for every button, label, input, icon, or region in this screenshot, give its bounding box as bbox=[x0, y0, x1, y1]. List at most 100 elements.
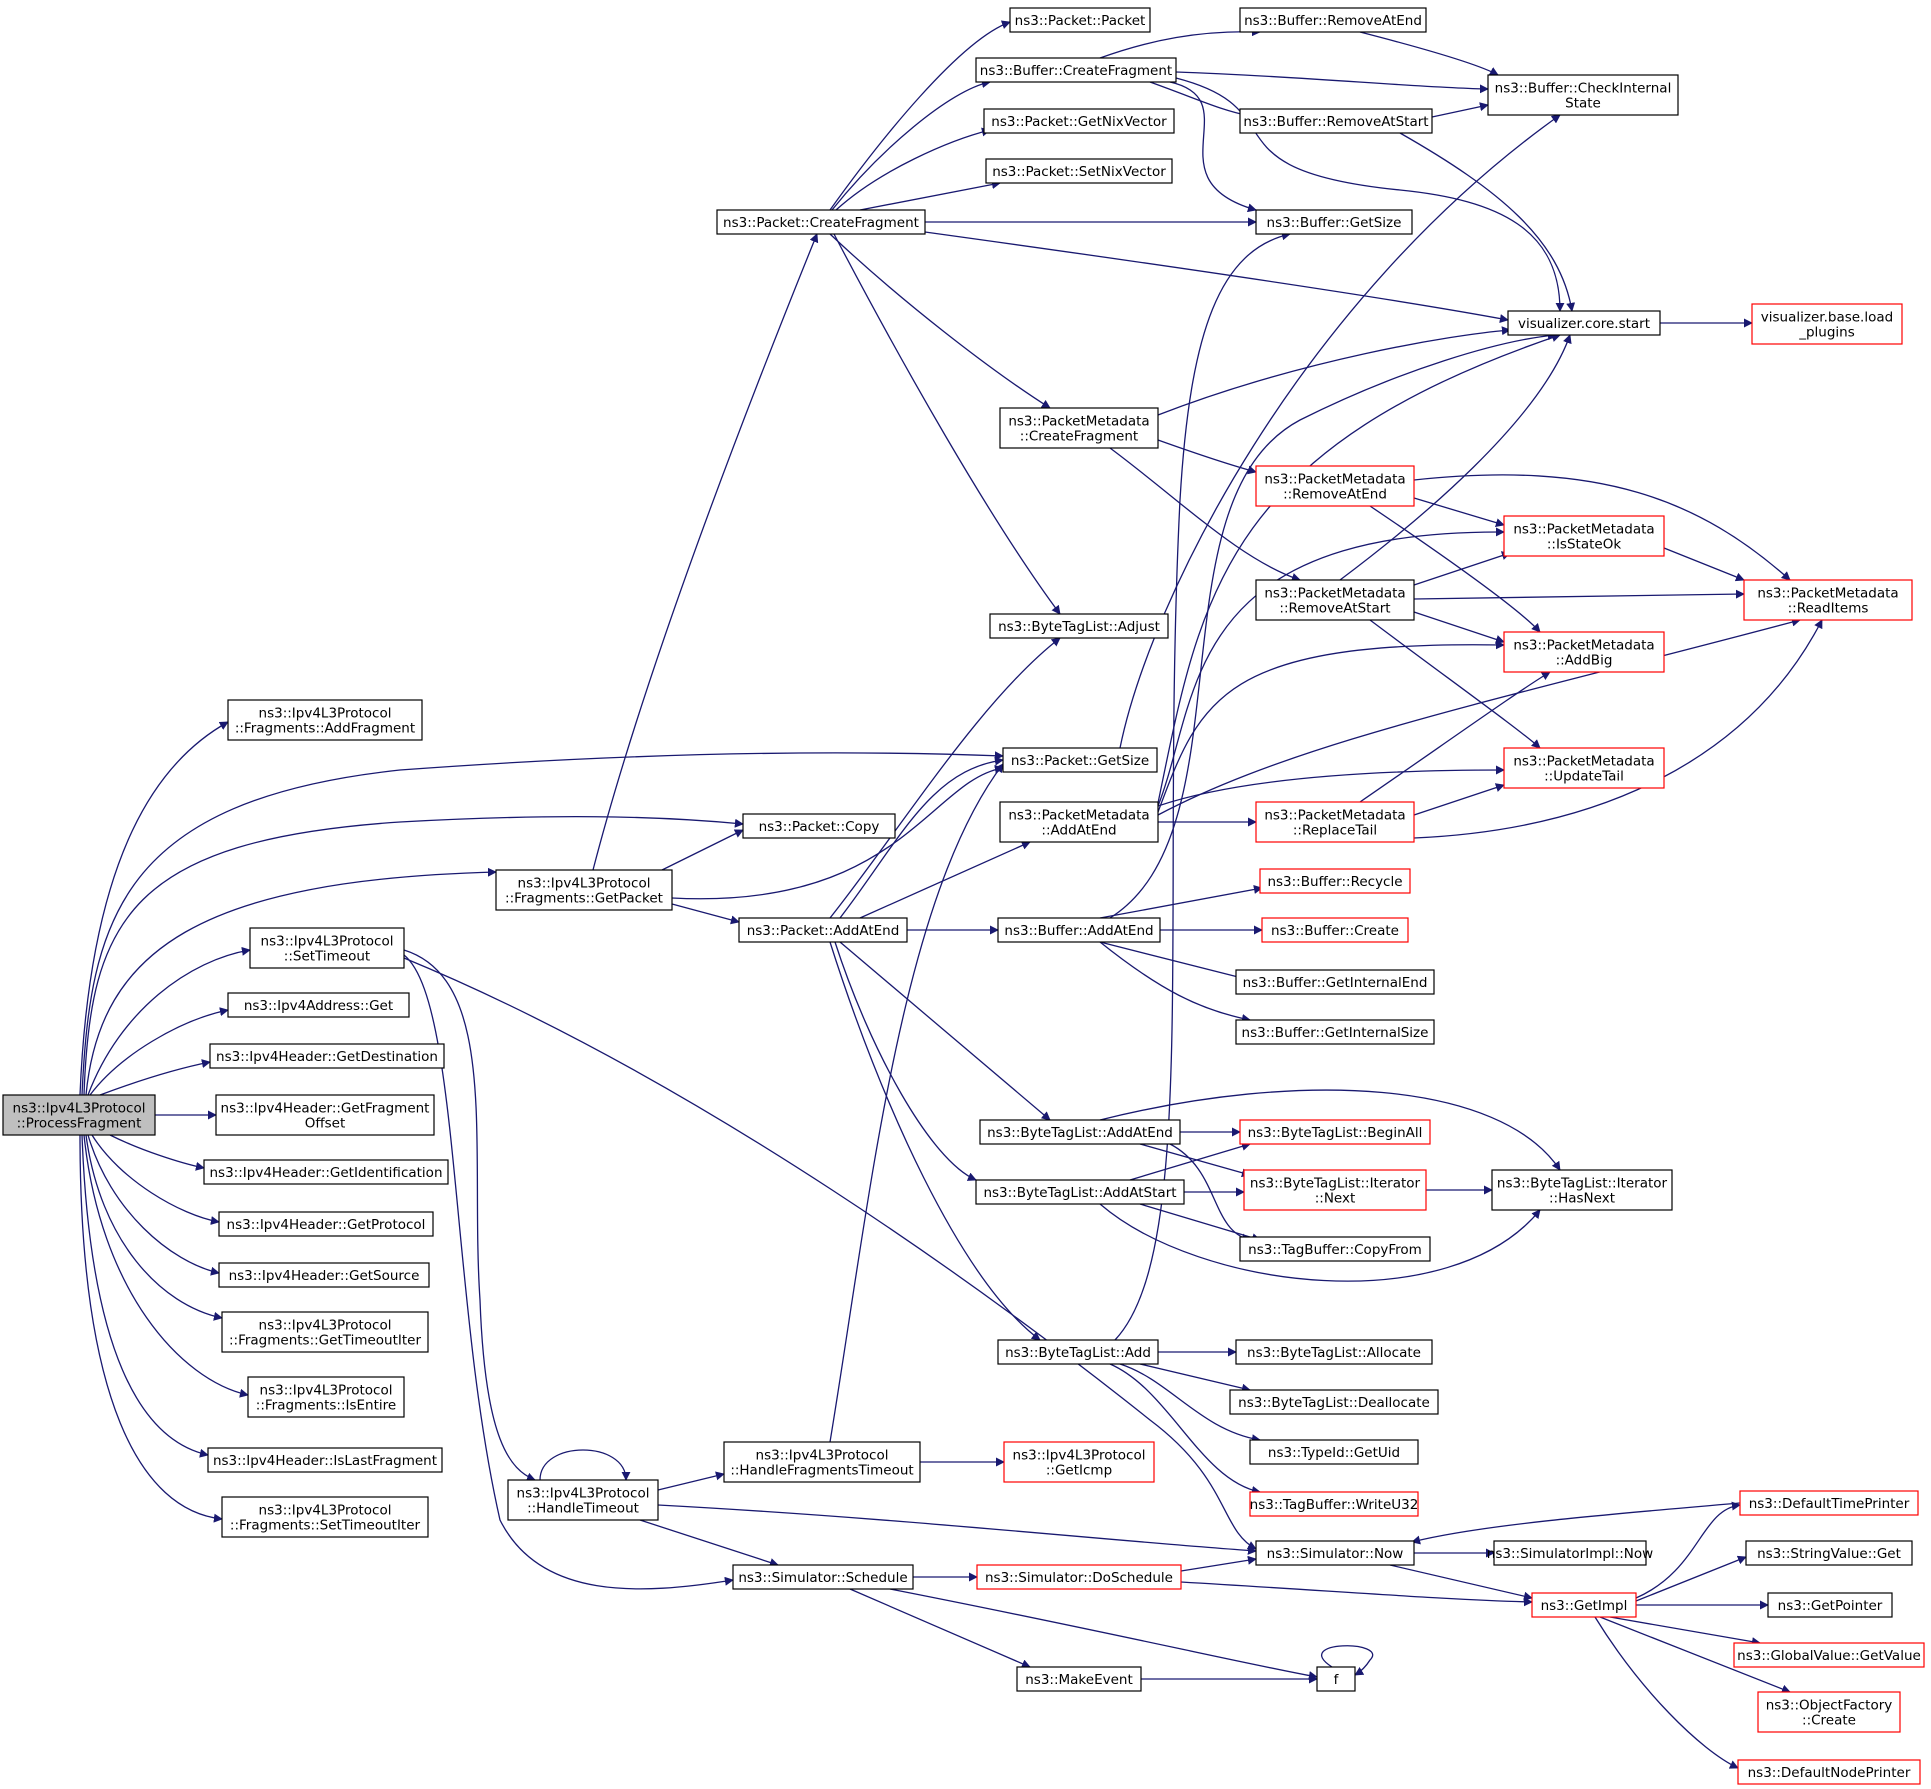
node-defnodeprinter[interactable]: ns3::DefaultNodePrinter bbox=[1737, 1759, 1921, 1785]
node-getsource[interactable]: ns3::Ipv4Header::GetSource bbox=[218, 1262, 430, 1288]
node-makeevent[interactable]: ns3::MakeEvent bbox=[1016, 1666, 1142, 1692]
node-gettimeoutiter[interactable]: ns3::Ipv4L3Protocol::Fragments::GetTimeo… bbox=[221, 1311, 429, 1353]
node-settimeoutiter[interactable]: ns3::Ipv4L3Protocol::Fragments::SetTimeo… bbox=[221, 1496, 429, 1538]
node-deftimeprinter[interactable]: ns3::DefaultTimePrinter bbox=[1739, 1490, 1919, 1516]
node-btlallocate[interactable]: ns3::ByteTagList::Allocate bbox=[1235, 1339, 1433, 1365]
node-bufcreate[interactable]: ns3::Buffer::Create bbox=[1261, 917, 1409, 943]
edge-line bbox=[1157, 326, 1511, 416]
node-getdest[interactable]: ns3::Ipv4Header::GetDestination bbox=[209, 1043, 445, 1069]
node-label: State bbox=[1565, 96, 1601, 112]
node-islastfrag[interactable]: ns3::Ipv4Header::IsLastFragment bbox=[207, 1447, 443, 1473]
node-globalget[interactable]: ns3::GlobalValue::GetValue bbox=[1733, 1642, 1925, 1668]
node-pf[interactable]: ns3::Ipv4L3Protocol::ProcessFragment bbox=[2, 1094, 156, 1136]
node-box bbox=[1255, 579, 1415, 621]
node-pmaddbig[interactable]: ns3::PacketMetadata::AddBig bbox=[1503, 631, 1665, 673]
node-getsize[interactable]: ns3::Packet::GetSize bbox=[1002, 747, 1158, 773]
node-vizload[interactable]: visualizer.base.load_plugins bbox=[1751, 303, 1903, 345]
node-label: ns3::ByteTagList::Add bbox=[1005, 1345, 1151, 1361]
node-btladjust[interactable]: ns3::ByteTagList::Adjust bbox=[989, 613, 1169, 639]
node-addfrag[interactable]: ns3::Ipv4L3Protocol::Fragments::AddFragm… bbox=[227, 699, 423, 741]
node-isentire[interactable]: ns3::Ipv4L3Protocol::Fragments::IsEntire bbox=[247, 1376, 405, 1418]
node-label: _plugins bbox=[1798, 325, 1855, 341]
node-pmisstateok[interactable]: ns3::PacketMetadata::IsStateOk bbox=[1503, 515, 1665, 557]
node-stringget[interactable]: ns3::StringValue::Get bbox=[1745, 1540, 1913, 1566]
node-packet[interactable]: ns3::Packet::Packet bbox=[1009, 7, 1151, 33]
node-implnow[interactable]: ns3::SimulatorImpl::Now bbox=[1487, 1540, 1653, 1566]
node-handlefragtimeout[interactable]: ns3::Ipv4L3Protocol::HandleFragmentsTime… bbox=[723, 1441, 921, 1483]
edge-pktaddatend-to-pmaddatend bbox=[859, 841, 1031, 919]
node-box bbox=[247, 1376, 405, 1418]
node-btladdatend[interactable]: ns3::ByteTagList::AddAtEnd bbox=[979, 1119, 1181, 1145]
node-bufrecycle[interactable]: ns3::Buffer::Recycle bbox=[1259, 868, 1411, 894]
node-setnix[interactable]: ns3::Packet::SetNixVector bbox=[985, 158, 1173, 184]
node-bufremoveatstart[interactable]: ns3::Buffer::RemoveAtStart bbox=[1239, 108, 1433, 134]
node-f[interactable]: f bbox=[1316, 1666, 1356, 1692]
node-btladd[interactable]: ns3::ByteTagList::Add bbox=[997, 1339, 1159, 1365]
node-pmremoveatend[interactable]: ns3::PacketMetadata::RemoveAtEnd bbox=[1255, 465, 1415, 507]
edge-pf-to-getsource bbox=[87, 1134, 220, 1276]
node-bufaddatend[interactable]: ns3::Buffer::AddAtEnd bbox=[997, 917, 1161, 943]
node-getnix[interactable]: ns3::Packet::GetNixVector bbox=[983, 108, 1175, 134]
edge-line bbox=[1635, 1501, 1741, 1599]
node-objfactory[interactable]: ns3::ObjectFactory::Create bbox=[1757, 1691, 1901, 1733]
node-getpointer[interactable]: ns3::GetPointer bbox=[1767, 1592, 1893, 1618]
node-btlnext[interactable]: ns3::ByteTagList::Iterator::Next bbox=[1243, 1169, 1427, 1211]
node-getproto[interactable]: ns3::Ipv4Header::GetProtocol bbox=[218, 1211, 434, 1237]
node-label: ::RemoveAtEnd bbox=[1283, 487, 1387, 503]
node-ipget[interactable]: ns3::Ipv4Address::Get bbox=[227, 992, 410, 1018]
node-pmcreatefrag[interactable]: ns3::PacketMetadata::CreateFragment bbox=[999, 407, 1159, 449]
node-vizstart[interactable]: visualizer.core.start bbox=[1507, 310, 1661, 336]
node-geticmp[interactable]: ns3::Ipv4L3Protocol::GetIcmp bbox=[1003, 1441, 1155, 1483]
edge-pmremoveatstart-to-vizstart bbox=[1339, 334, 1572, 581]
node-label: ns3::Buffer::RemoveAtStart bbox=[1243, 114, 1428, 130]
node-label: ::HandleFragmentsTimeout bbox=[730, 1463, 913, 1479]
node-doschedule[interactable]: ns3::Simulator::DoSchedule bbox=[976, 1564, 1182, 1590]
node-handletimeout[interactable]: ns3::Ipv4L3Protocol::HandleTimeout bbox=[507, 1479, 659, 1521]
node-pmreplacetail[interactable]: ns3::PacketMetadata::ReplaceTail bbox=[1255, 801, 1415, 843]
node-pmreaditems[interactable]: ns3::PacketMetadata::ReadItems bbox=[1743, 579, 1913, 621]
node-box bbox=[742, 813, 896, 839]
node-tagwriteu32[interactable]: ns3::TagBuffer::WriteU32 bbox=[1249, 1491, 1419, 1517]
edge-line bbox=[839, 756, 1004, 919]
node-getpacket[interactable]: ns3::Ipv4L3Protocol::Fragments::GetPacke… bbox=[495, 869, 673, 911]
node-box bbox=[1239, 7, 1427, 33]
edge-line bbox=[849, 1588, 1031, 1668]
node-pmupdatetail[interactable]: ns3::PacketMetadata::UpdateTail bbox=[1503, 747, 1665, 789]
edge-line bbox=[91, 1134, 220, 1225]
edge-btladdatend-to-btlnext bbox=[1139, 1143, 1251, 1178]
node-bufgetintend[interactable]: ns3::Buffer::GetInternalEnd bbox=[1235, 969, 1435, 995]
edge-pktaddatend-to-btladjust bbox=[829, 637, 1061, 919]
edge-pf-to-settimeoutiter bbox=[79, 1134, 223, 1523]
node-bufremoveatend[interactable]: ns3::Buffer::RemoveAtEnd bbox=[1239, 7, 1427, 33]
node-bufcreatefrag[interactable]: ns3::Buffer::CreateFragment bbox=[975, 57, 1177, 83]
edge-line bbox=[1339, 334, 1572, 581]
edge-btladdatstart-to-btlbeginall bbox=[1129, 1142, 1251, 1181]
node-getident[interactable]: ns3::Ipv4Header::GetIdentification bbox=[203, 1159, 449, 1185]
edge-line bbox=[85, 867, 497, 1096]
node-tagcopyfrom[interactable]: ns3::TagBuffer::CopyFrom bbox=[1239, 1236, 1431, 1262]
node-box bbox=[1235, 1339, 1433, 1365]
node-label: ns3::StringValue::Get bbox=[1757, 1546, 1901, 1562]
node-copy[interactable]: ns3::Packet::Copy bbox=[742, 813, 896, 839]
node-pktaddatend[interactable]: ns3::Packet::AddAtEnd bbox=[738, 917, 908, 943]
node-btlbeginall[interactable]: ns3::ByteTagList::BeginAll bbox=[1239, 1119, 1431, 1145]
node-now[interactable]: ns3::Simulator::Now bbox=[1255, 1540, 1415, 1566]
edge-line bbox=[829, 941, 1041, 1341]
edge-line bbox=[1180, 1555, 1257, 1572]
node-btlhasnext[interactable]: ns3::ByteTagList::Iterator::HasNext bbox=[1491, 1169, 1673, 1211]
node-pmaddatend[interactable]: ns3::PacketMetadata::AddAtEnd bbox=[999, 801, 1159, 843]
node-btldealloc[interactable]: ns3::ByteTagList::Deallocate bbox=[1229, 1389, 1439, 1415]
node-schedule[interactable]: ns3::Simulator::Schedule bbox=[732, 1564, 914, 1590]
node-label: f bbox=[1334, 1672, 1340, 1688]
node-getimpl[interactable]: ns3::GetImpl bbox=[1531, 1592, 1637, 1618]
node-bufgetsize[interactable]: ns3::Buffer::GetSize bbox=[1255, 209, 1413, 235]
node-btladdatstart[interactable]: ns3::ByteTagList::AddAtStart bbox=[975, 1179, 1185, 1205]
node-pmremoveatstart[interactable]: ns3::PacketMetadata::RemoveAtStart bbox=[1255, 579, 1415, 621]
node-createfrag[interactable]: ns3::Packet::CreateFragment bbox=[716, 209, 926, 235]
node-settimeout[interactable]: ns3::Ipv4L3Protocol::SetTimeout bbox=[249, 927, 405, 969]
node-typeidgetuid[interactable]: ns3::TypeId::GetUid bbox=[1249, 1439, 1419, 1465]
node-bufgetintsize[interactable]: ns3::Buffer::GetInternalSize bbox=[1235, 1019, 1435, 1045]
